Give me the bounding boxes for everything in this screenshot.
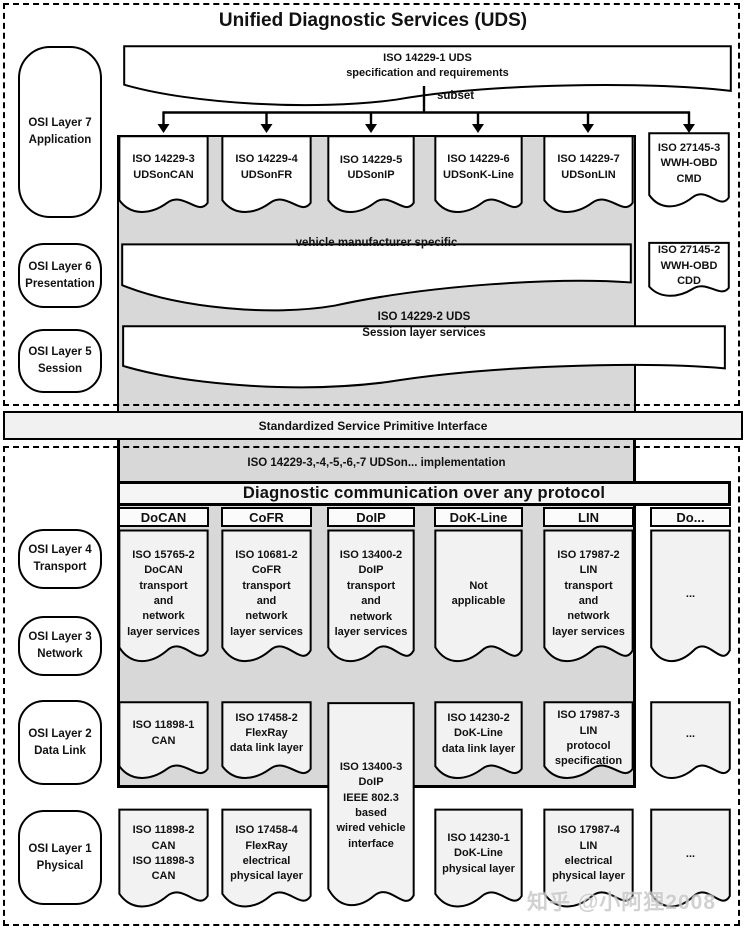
physical-box-flexray-label: ISO 17458-4 FlexRay electrical physical …	[230, 824, 303, 883]
physical-box-can: ISO 11898-2 CAN ISO 11898-3 CAN	[118, 808, 209, 918]
session-services-label: ISO 14229-2 UDS Session layer services	[362, 311, 486, 339]
implementation-label: ISO 14229-3,-4,-5,-6,-7 UDSon... impleme…	[247, 457, 506, 469]
wwh-obd-cmd-label: ISO 27145-3 WWH-OBD CMD	[657, 142, 721, 185]
transport-box-do-ellipsis-label: ...	[685, 588, 696, 601]
transport-box-lin: ISO 17987-2 LIN transport and network la…	[543, 529, 634, 677]
osi-layer-2-datalink: OSI Layer 2 Data Link	[18, 700, 102, 785]
osi-layer-3-network: OSI Layer 3 Network	[18, 616, 102, 676]
column-header-cofr: CoFR	[221, 507, 312, 527]
transport-box-doip: ISO 13400-2 DoIP transport and network l…	[327, 529, 415, 677]
transport-box-lin-label: ISO 17987-2 LIN transport and network la…	[552, 548, 625, 638]
datalink-box-lin: ISO 17987-3 LIN protocol specification	[543, 701, 634, 788]
transport-box-doip-label: ISO 13400-2 DoIP transport and network l…	[334, 549, 408, 638]
app-box-udsonfr-label: ISO 14229-4 UDSonFR	[235, 153, 298, 181]
osi-layer-5-session: OSI Layer 5 Session	[18, 329, 102, 393]
datalink-box-can: ISO 11898-1 CAN	[118, 701, 209, 788]
app-box-udsonip-label: ISO 14229-5 UDSonIP	[339, 153, 403, 181]
column-header-lin: LIN	[543, 507, 634, 527]
wwh-obd-cdd-label: ISO 27145-2 WWH-OBD CDD	[657, 244, 721, 288]
wwh-obd-cdd-box: ISO 27145-2 WWH-OBD CDD	[648, 242, 730, 304]
datalink-box-can-label: ISO 11898-1 CAN	[132, 719, 195, 747]
physical-box-do-ellipsis: ...	[650, 808, 731, 918]
app-box-udsoncan: ISO 14229-3 UDSonCAN	[118, 135, 209, 222]
app-box-udsonkline-label: ISO 14229-6 UDSonK-Line	[443, 153, 514, 181]
physical-box-dokline: ISO 14230-1 DoK-Line physical layer	[434, 808, 523, 918]
osi-layer-6-presentation: OSI Layer 6 Presentation	[18, 243, 102, 308]
transport-box-cofr: ISO 10681-2 CoFR transport and network l…	[221, 529, 312, 677]
osi-layer-4-transport: OSI Layer 4 Transport	[18, 529, 102, 589]
page-title: Unified Diagnostic Services (UDS)	[218, 10, 528, 31]
datalink-box-flexray: ISO 17458-2 FlexRay data link layer	[221, 701, 312, 788]
app-box-udsonlin: ISO 14229-7 UDSonLIN	[543, 135, 634, 222]
physical-box-dokline-label: ISO 14230-1 DoK-Line physical layer	[442, 832, 515, 875]
column-header-dokline: DoK-Line	[434, 507, 523, 527]
vehicle-specific-box: vehicle manufacturer specific	[117, 237, 636, 311]
diag-communication-header: Diagnostic communication over any protoc…	[117, 481, 731, 506]
subset-label: subset	[437, 90, 475, 102]
service-primitive-interface-band: Standardized Service Primitive Interface	[3, 411, 743, 440]
column-header-do-ellipsis: Do...	[650, 507, 731, 527]
transport-box-not-applicable-label: Not applicable	[451, 579, 506, 608]
transport-box-cofr-label: ISO 10681-2 CoFR transport and network l…	[230, 548, 303, 638]
doip-span-label: ISO 13400-3 DoIP IEEE 802.3 based wired …	[336, 760, 406, 850]
osi-layer-1-physical: OSI Layer 1 Physical	[18, 810, 102, 905]
uds-spec-box: ISO 14229-1 UDS specification and requir…	[118, 45, 737, 107]
column-header-docan: DoCAN	[118, 507, 209, 527]
physical-box-flexray: ISO 17458-4 FlexRay electrical physical …	[221, 808, 312, 918]
physical-box-do-ellipsis-label: ...	[685, 848, 696, 861]
vehicle-specific-label: vehicle manufacturer specific	[295, 236, 458, 249]
doip-span-box: ISO 13400-3 DoIP IEEE 802.3 based wired …	[327, 701, 415, 917]
uds-spec-label: ISO 14229-1 UDS specification and requir…	[346, 52, 509, 80]
datalink-box-do-ellipsis-label: ...	[685, 728, 696, 741]
app-box-udsonip: ISO 14229-5 UDSonIP	[327, 135, 415, 222]
physical-box-lin: ISO 17987-4 LIN electrical physical laye…	[543, 808, 634, 918]
zhihu-watermark: 知乎 @小阿狸2008	[527, 891, 717, 914]
datalink-box-flexray-label: ISO 17458-2 FlexRay data link layer	[229, 711, 304, 755]
app-box-udsoncan-label: ISO 14229-3 UDSonCAN	[132, 153, 195, 181]
transport-box-do-ellipsis: ...	[650, 529, 731, 677]
session-services-box: ISO 14229-2 UDS Session layer services	[117, 311, 731, 387]
app-box-udsonfr: ISO 14229-4 UDSonFR	[221, 135, 312, 222]
column-header-doip: DoIP	[327, 507, 415, 527]
datalink-box-dokline: ISO 14230-2 DoK-Line data link layer	[434, 701, 523, 788]
datalink-box-do-ellipsis: ...	[650, 701, 731, 788]
datalink-box-lin-label: ISO 17987-3 LIN protocol specification	[554, 709, 623, 768]
app-box-udsonlin-label: ISO 14229-7 UDSonLIN	[557, 153, 620, 181]
osi-layer-7-application: OSI Layer 7 Application	[18, 46, 102, 218]
app-box-udsonkline: ISO 14229-6 UDSonK-Line	[434, 135, 523, 222]
transport-box-not-applicable: Not applicable	[434, 529, 523, 677]
physical-box-can-label: ISO 11898-2 CAN ISO 11898-3 CAN	[132, 824, 195, 883]
transport-box-docan-label: ISO 15765-2 DoCAN transport and network …	[127, 548, 200, 638]
physical-box-lin-label: ISO 17987-4 LIN electrical physical laye…	[552, 824, 625, 883]
transport-box-docan: ISO 15765-2 DoCAN transport and network …	[118, 529, 209, 677]
wwh-obd-cmd-box: ISO 27145-3 WWH-OBD CMD	[648, 132, 730, 216]
datalink-box-dokline-label: ISO 14230-2 DoK-Line data link layer	[441, 711, 516, 755]
